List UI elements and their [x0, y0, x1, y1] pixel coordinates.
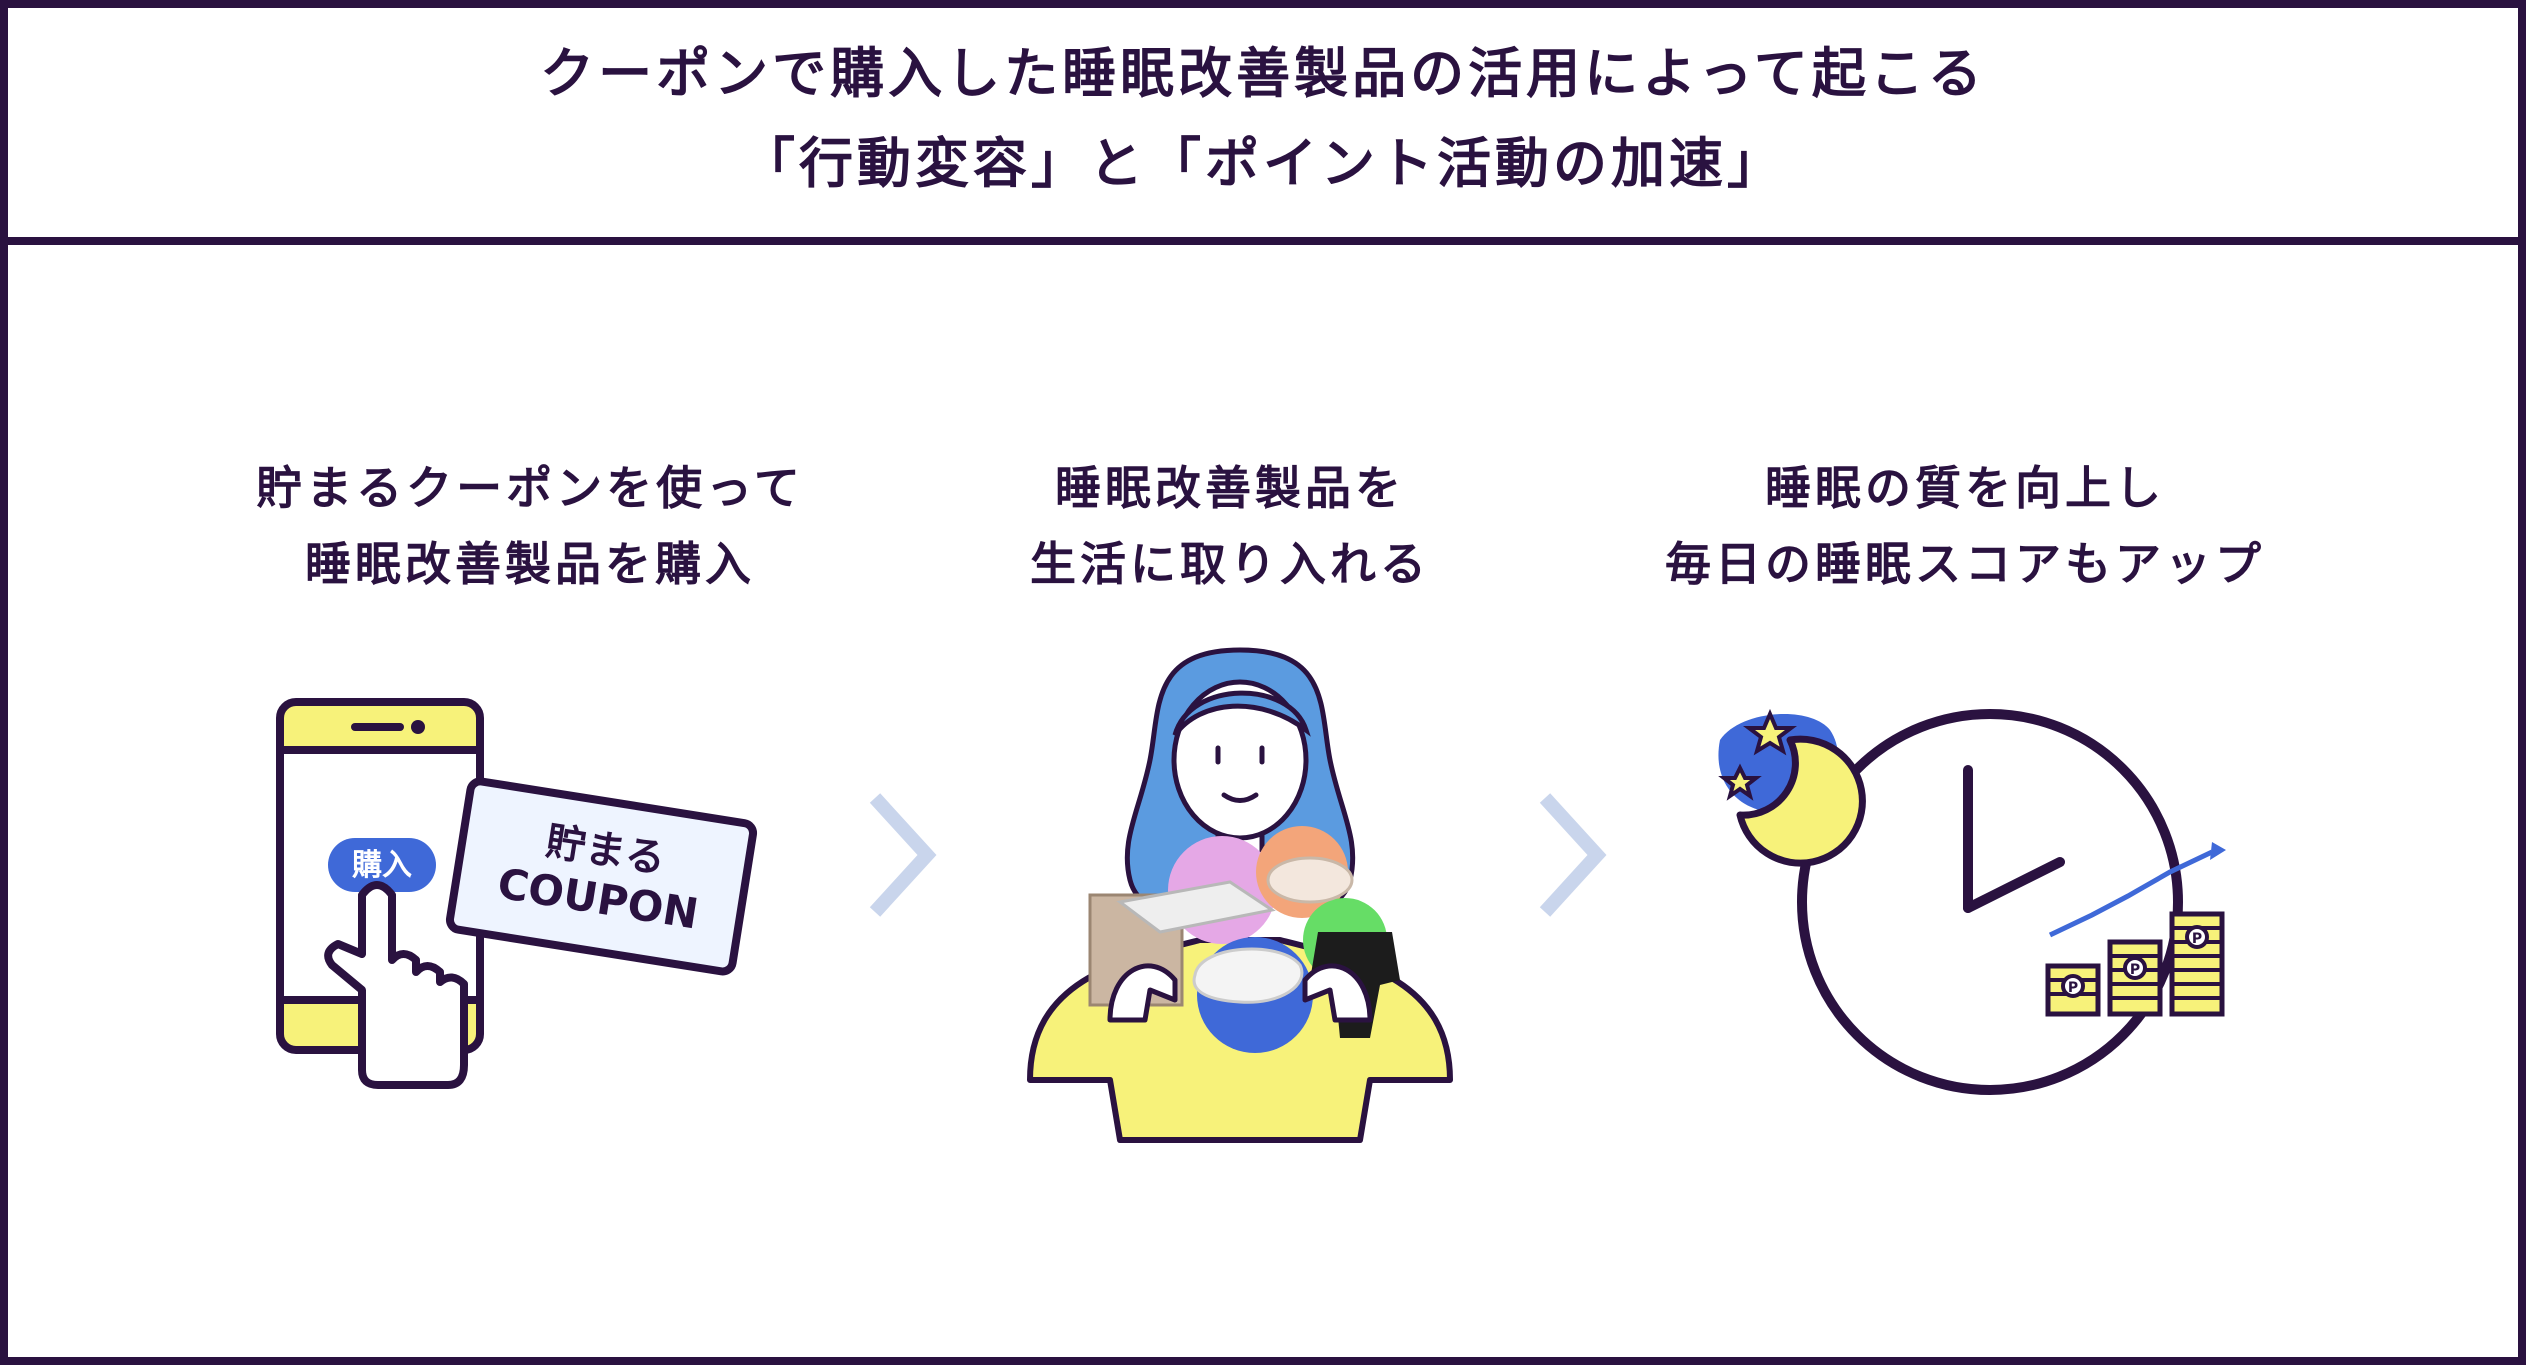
step-3-line-1: 睡眠の質を向上し	[1605, 450, 2325, 526]
step-1-line-2: 睡眠改善製品を購入	[170, 526, 890, 602]
coin-symbol: P	[2130, 962, 2140, 978]
step-3-line-2: 毎日の睡眠スコアもアップ	[1605, 526, 2325, 602]
woman-with-products-illustration	[1000, 640, 1480, 1140]
clock-moon-coins-illustration: P P P	[1700, 690, 2240, 1120]
title-line-2: 「行動変容」と「ポイント活動の加速」	[741, 119, 1785, 209]
coupon-card: 貯まる COUPON	[449, 780, 755, 973]
step-1-label: 貯まるクーポンを使って 睡眠改善製品を購入	[170, 450, 890, 602]
coin-symbol: P	[2068, 980, 2078, 996]
coin-symbol: P	[2192, 931, 2202, 947]
buy-button-label: 購入	[352, 848, 412, 883]
step-2-label: 睡眠改善製品を 生活に取り入れる	[870, 450, 1590, 602]
cushion-product	[1194, 949, 1302, 1002]
step-2-line-2: 生活に取り入れる	[870, 526, 1590, 602]
chevron-right-icon	[865, 790, 945, 920]
title-line-1: クーポンで購入した睡眠改善製品の活用によって起こる	[540, 29, 1986, 119]
header: クーポンで購入した睡眠改善製品の活用によって起こる 「行動変容」と「ポイント活動…	[0, 0, 2526, 245]
step-3-label: 睡眠の質を向上し 毎日の睡眠スコアもアップ	[1605, 450, 2325, 602]
step-2-line-1: 睡眠改善製品を	[870, 450, 1590, 526]
phone-coupon-illustration: 購入 貯まる COUPON	[260, 690, 800, 1110]
chevron-right-icon	[1535, 790, 1615, 920]
eye-mask-product	[1268, 858, 1352, 902]
step-1-line-1: 貯まるクーポンを使って	[170, 450, 890, 526]
